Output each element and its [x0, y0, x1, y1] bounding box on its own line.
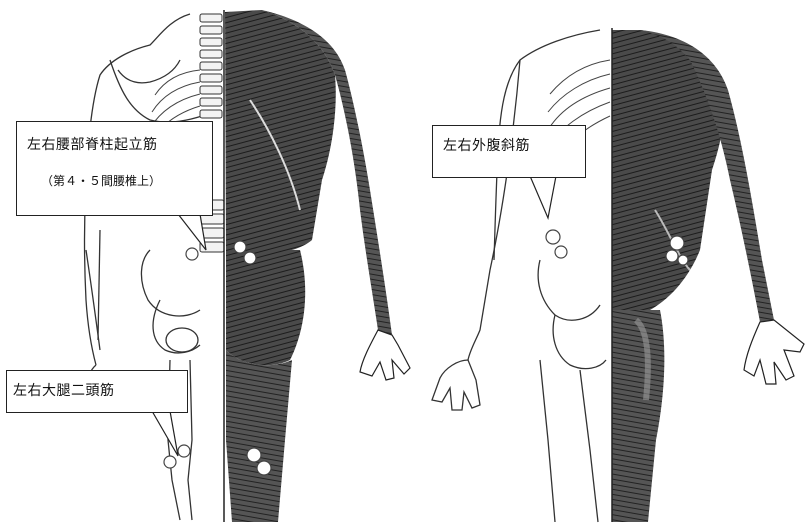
callout-lumbar-subtitle: （第４・５間腰椎上）	[41, 172, 212, 189]
callout-lumbar-erector: 左右腰部脊柱起立筋 （第４・５間腰椎上）	[16, 121, 213, 216]
skeleton-left-half	[85, 14, 206, 520]
back-view-figure	[85, 10, 411, 522]
callout-biceps-title: 左右大腿二頭筋	[13, 380, 187, 400]
muscle-right-half	[225, 10, 410, 522]
callout-oblique-title: 左右外腹斜筋	[443, 135, 585, 155]
skeleton-side	[432, 30, 606, 522]
callout-external-oblique: 左右外腹斜筋	[432, 125, 586, 178]
callout-lumbar-title: 左右腰部脊柱起立筋	[27, 134, 212, 154]
callout-biceps-femoris: 左右大腿二頭筋	[6, 370, 188, 413]
muscle-side	[612, 30, 804, 522]
side-view-figure	[432, 28, 804, 522]
